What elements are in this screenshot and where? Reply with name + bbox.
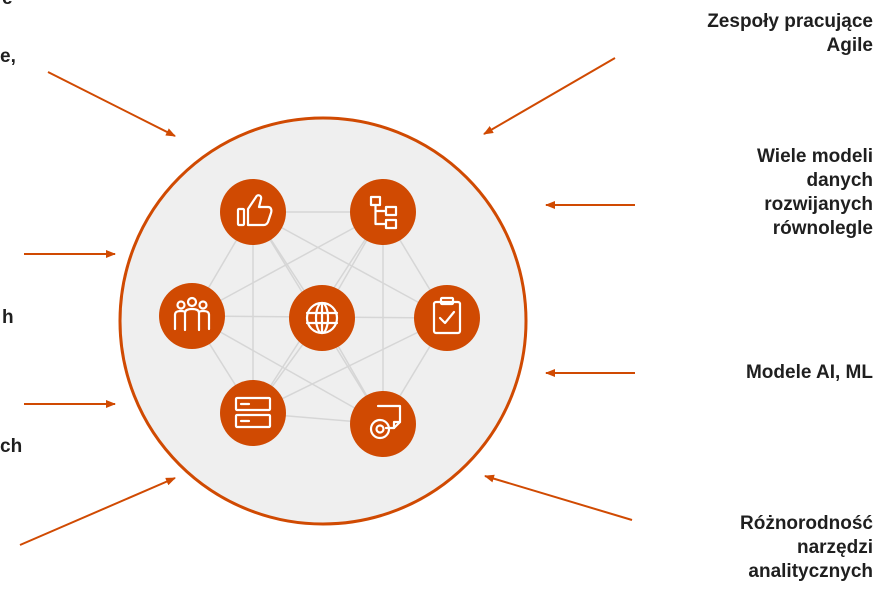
label-line: Agile [826,35,873,56]
node-people-group [159,283,225,349]
arrows-right [483,57,635,521]
label-data-models: Wiele modeli danych rozwijanych równoleg… [757,145,873,241]
label-line: ch [0,436,23,457]
thumbs-up-icon [236,194,273,227]
label-line: Różnorodność [740,513,873,534]
label-ai-ml: Modele AI, ML [746,361,873,385]
node-server [220,380,286,446]
label-agile-teams: Zespoły pracujące Agile [707,10,873,58]
node-globe [289,285,355,351]
arrows-left [19,71,176,546]
left-fragment-1: e [2,0,13,11]
left-fragment-3: h [2,306,14,330]
label-line: rozwijanych [764,194,873,215]
server-icon [234,396,272,429]
label-line: danych [806,170,873,191]
hierarchy-icon [369,195,398,230]
people-group-icon [173,296,211,332]
label-line: analitycznych [748,561,873,582]
left-fragment-2: e, [0,45,16,69]
arrow-left-1 [47,71,176,137]
globe-icon [305,301,339,335]
label-line: Modele AI, ML [745,362,873,383]
label-line: e [2,0,13,11]
label-line: równolegle [772,218,873,239]
label-line: Zespoły pracujące [707,11,873,32]
node-clipboard-check [414,285,480,351]
label-line: narzędzi [796,537,873,558]
left-fragment-4: ch [0,435,22,459]
node-hierarchy [350,179,416,245]
node-thumbs-up [220,179,286,245]
clipboard-check-icon [432,296,462,335]
arrow-left-4 [19,477,176,546]
gear-document-icon [369,404,402,440]
label-line: h [2,307,14,328]
arrow-tools [484,474,633,521]
label-line: e, [0,46,16,67]
label-analytic-tools: Różnorodność narzędzi analitycznych [740,512,873,584]
node-gear-document [350,391,416,457]
arrow-agile [483,57,616,135]
label-line: Wiele modeli [757,146,873,167]
